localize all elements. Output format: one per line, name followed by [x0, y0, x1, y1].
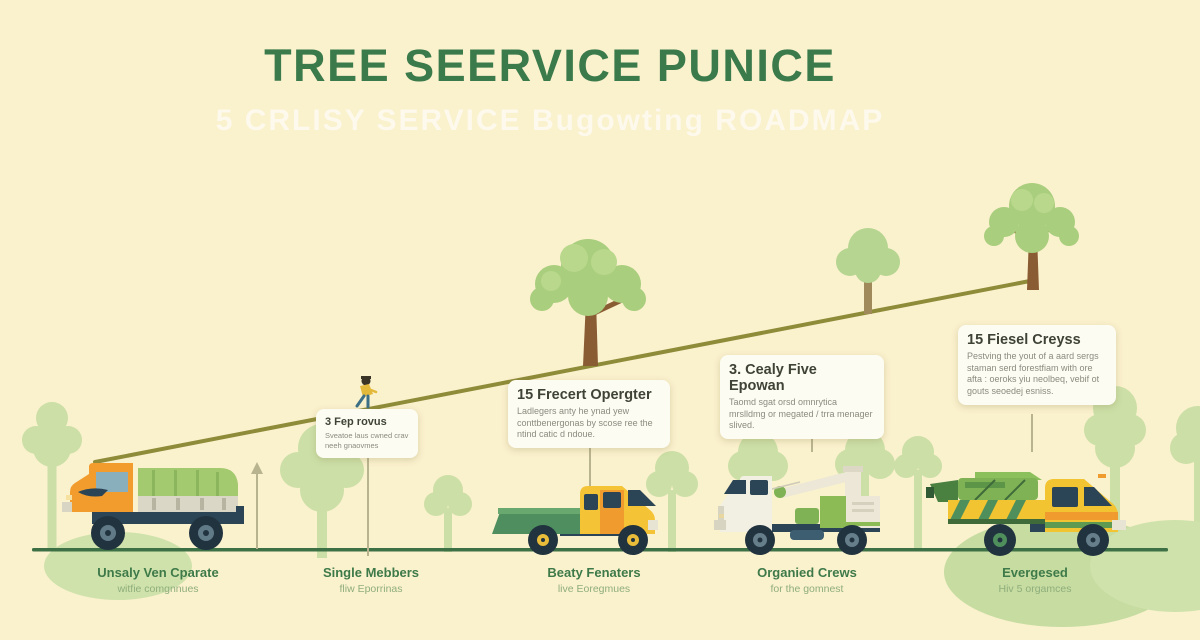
stage-subtitle: witfie comgnnues — [117, 583, 199, 595]
callout-heading: 3 Fep rovus — [325, 416, 387, 428]
stage-title: Single Mebbers — [322, 565, 420, 580]
callout-connector-lines — [367, 414, 1033, 556]
equipment-truck-icon — [926, 472, 1126, 556]
stage-subtitle: for the gomnest — [770, 583, 844, 595]
callout-box: 3 Fep rovus Sveatoe laus cwned crav neeh… — [316, 409, 418, 458]
pale-tree-icon — [836, 228, 900, 314]
callout-heading: 15 Frecert Opergter — [517, 387, 652, 403]
stage-title: Unsaly Ven Cparate — [97, 565, 219, 580]
callout-heading: 3. Cealy Five Epowan — [729, 362, 817, 394]
bucket-truck-icon — [714, 466, 880, 555]
stage-subtitle: fliw Eporrinas — [339, 583, 403, 595]
silhouette-tree-icon — [894, 436, 942, 550]
stage-label: Single Mebbers fliw Eporrinas — [261, 565, 481, 595]
box-truck-icon — [62, 463, 244, 550]
callout-box: 15 Fiesel Creyss Pestving the yout of a … — [958, 325, 1116, 405]
callout-body: Pestving the yout of a aard sergs staman… — [967, 351, 1100, 397]
silhouette-tree-icon — [1170, 406, 1200, 545]
flatbed-truck-icon — [492, 486, 658, 555]
climber-icon — [355, 376, 378, 409]
stage-title: Evergesed — [1002, 565, 1068, 580]
roadmap-line — [93, 278, 1037, 464]
silhouette-tree-icon — [646, 451, 698, 552]
stage-title: Beaty Fenaters — [547, 565, 641, 580]
silhouette-tree-icon — [280, 424, 364, 558]
ground-line — [32, 548, 1168, 552]
callout-box: 3. Cealy Five Epowan Taomd sgat orsd omn… — [720, 355, 884, 440]
page-title: TREE SEERVICE PUNICE — [264, 40, 836, 91]
silhouette-tree-icon — [424, 475, 472, 552]
stage-title: Organied Crews — [757, 565, 857, 580]
stage-subtitle: live Eoregmues — [557, 583, 631, 595]
callout-heading: 15 Fiesel Creyss — [967, 332, 1081, 348]
silhouette-tree-icon — [835, 430, 895, 530]
callout-box: 15 Frecert Opergter Ladlegers anty he yn… — [508, 380, 670, 449]
callout-body: Sveatoe laus cwned crav neeh gnaovmes — [325, 431, 409, 450]
stage-label: Evergesed Hiv 5 orgamces — [925, 565, 1145, 595]
silhouette-tree-icon — [22, 402, 82, 551]
header: TREE SEERVICE PUNICE 5 CRLISY SERVICE Bu… — [0, 40, 1100, 138]
stage-label: Unsaly Ven Cparate witfie comgnnues — [48, 565, 268, 595]
callout-body: Taomd sgat orsd omnrytica mrslldmg or me… — [729, 397, 873, 431]
page-subtitle: 5 CRLISY SERVICE Bugowting ROADMAP — [215, 104, 885, 137]
tree-icon — [984, 183, 1079, 290]
stage-label: Beaty Fenaters live Eoregmues — [484, 565, 704, 595]
stage-subtitle: Hiv 5 orgamces — [998, 583, 1072, 595]
callout-body: Ladlegers anty he ynad yew conttbenergon… — [517, 406, 653, 440]
growth-arrow-icon — [251, 462, 263, 549]
tree-icon — [530, 239, 646, 366]
stage-label: Organied Crews for the gomnest — [697, 565, 917, 595]
